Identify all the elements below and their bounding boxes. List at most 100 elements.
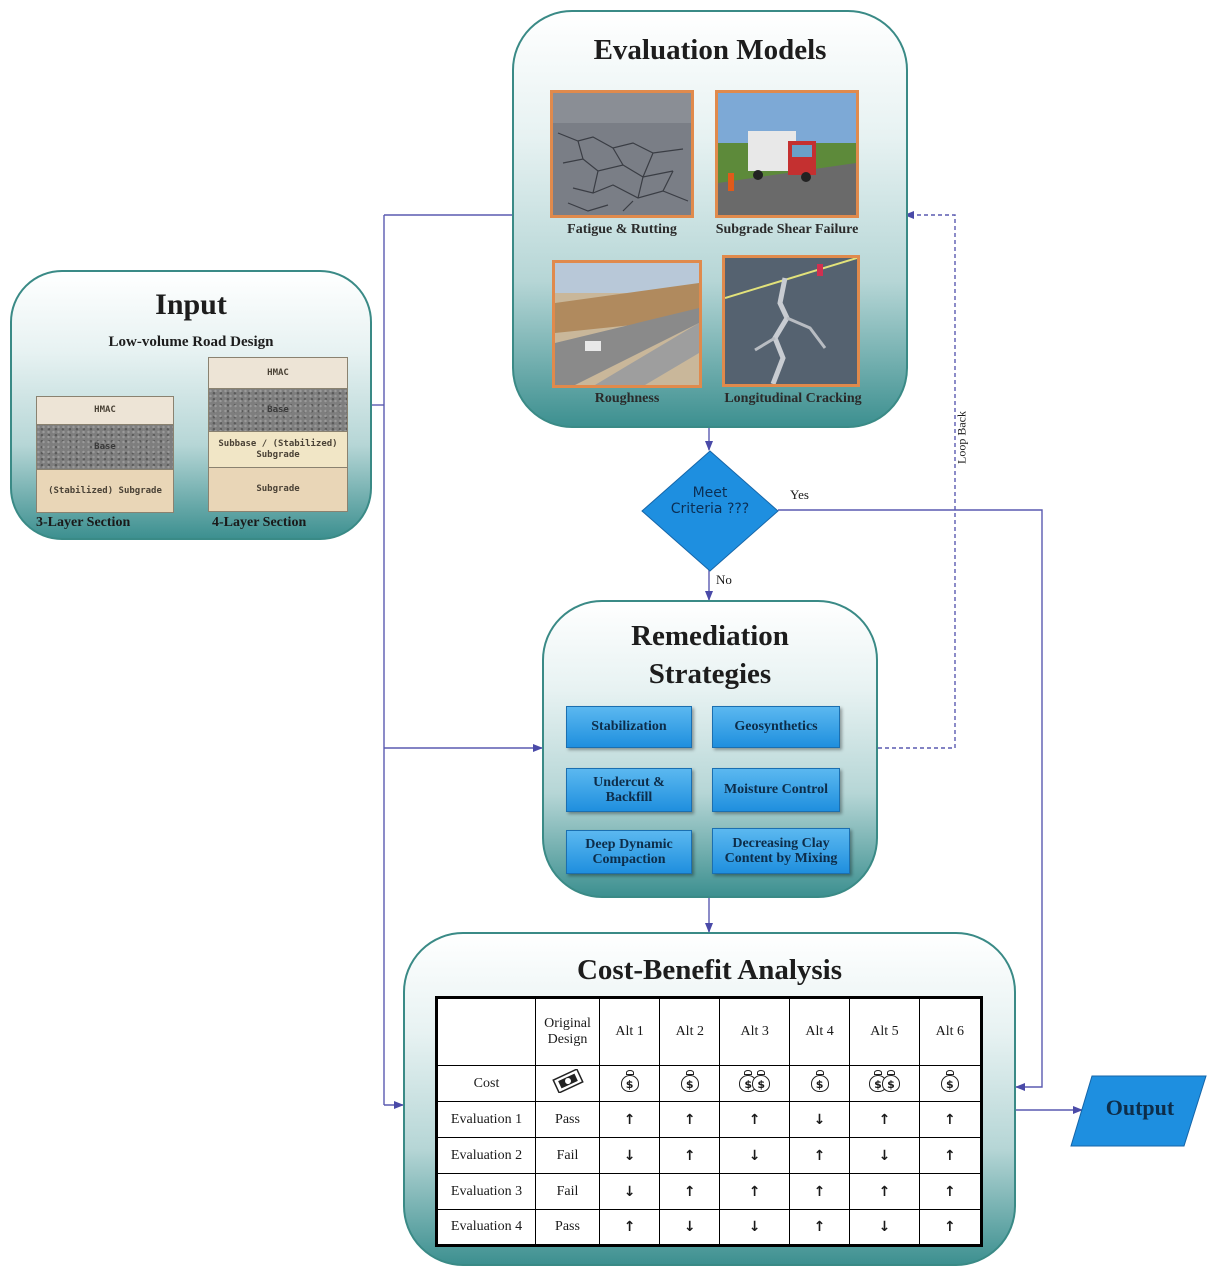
- roughness-caption: Roughness: [594, 391, 660, 406]
- remediation-title-line2: Strategies: [648, 658, 772, 690]
- money-bag-icon: $: [620, 1070, 640, 1092]
- arrow-up-icon: ↑: [659, 1173, 721, 1210]
- longitudinal-cracking-photo: [722, 255, 860, 387]
- moisture-control-button[interactable]: Moisture Control: [712, 768, 840, 812]
- arrow-up-icon: ↑: [788, 1173, 851, 1210]
- arrow-up-icon: ↑: [849, 1173, 920, 1210]
- original-result: Fail: [535, 1137, 600, 1174]
- arrow-up-icon: ↑: [849, 1101, 920, 1138]
- arrow-down-icon: ↓: [719, 1209, 790, 1246]
- layer-subgrade: Subgrade: [209, 468, 347, 511]
- arrow-down-icon: ↓: [598, 1137, 661, 1174]
- evaluation-models-title: Evaluation Models: [593, 34, 827, 66]
- input-title: Input: [155, 288, 227, 321]
- layer-base: Base: [37, 425, 173, 470]
- alt-cost-cell: $: [788, 1065, 851, 1102]
- longitudinal-cracking-caption: Longitudinal Cracking: [724, 391, 862, 406]
- evaluation-label: Evaluation 4: [436, 1209, 536, 1246]
- layer-hmac: HMAC: [209, 358, 347, 389]
- alt-cost-cell: $: [659, 1065, 721, 1102]
- money-bag-icon: $: [810, 1070, 830, 1092]
- subgrade-shear-caption: Subgrade Shear Failure: [715, 222, 859, 237]
- money-bill-icon: [551, 1068, 584, 1094]
- arrow-down-icon: ↓: [659, 1209, 721, 1246]
- deep-dynamic-compaction-button[interactable]: Deep Dynamic Compaction: [566, 830, 692, 874]
- original-result: Pass: [535, 1209, 600, 1246]
- cost-benefit-title: Cost-Benefit Analysis: [576, 954, 843, 986]
- arrow-up-icon: ↑: [918, 1137, 983, 1174]
- subgrade-shear-photo: [715, 90, 859, 218]
- remediation-panel: Remediation Strategies Stabilization Geo…: [542, 600, 878, 898]
- arrow-up-icon: ↑: [659, 1137, 721, 1174]
- four-layer-section: HMAC Base Subbase / (Stabilized) Subgrad…: [208, 357, 348, 512]
- loop-back-label: Loop Back: [954, 411, 969, 464]
- undercut-backfill-button[interactable]: Undercut & Backfill: [566, 768, 692, 812]
- original-cost-icon: [535, 1065, 600, 1102]
- evaluation-label: Evaluation 3: [436, 1173, 536, 1210]
- cost-row: Cost $ $ $$ $ $$ $: [436, 1065, 983, 1102]
- decision-diamond: [641, 450, 779, 572]
- evaluation-models-panel: Evaluation Models Fatigue & Rutting: [512, 10, 908, 428]
- layer-base: Base: [209, 389, 347, 432]
- alt-cost-cell: $$: [719, 1065, 790, 1102]
- input-subtitle: Low-volume Road Design: [108, 334, 274, 350]
- arrow-up-icon: ↑: [788, 1209, 851, 1246]
- original-result: Pass: [535, 1101, 600, 1138]
- arrow-up-icon: ↑: [719, 1101, 790, 1138]
- three-layer-section: HMAC Base (Stabilized) Subgrade: [36, 396, 174, 513]
- cost-benefit-table: Original Design Alt 1 Alt 2 Alt 3 Alt 4 …: [435, 996, 983, 1247]
- evaluation-label: Evaluation 2: [436, 1137, 536, 1174]
- stabilization-button[interactable]: Stabilization: [566, 706, 692, 748]
- output-shape: [1070, 1075, 1207, 1147]
- header-original-design: Original Design: [535, 997, 600, 1066]
- layer-hmac: HMAC: [37, 397, 173, 425]
- decision-text: Meet Criteria ???: [670, 485, 750, 518]
- arrow-down-icon: ↓: [849, 1209, 920, 1246]
- alt-cost-cell: $: [598, 1065, 661, 1102]
- money-bag-icon: $: [881, 1070, 901, 1092]
- header-alt: Alt 4: [788, 997, 851, 1066]
- arrow-down-icon: ↓: [788, 1101, 851, 1138]
- header-alt: Alt 1: [598, 997, 661, 1066]
- cost-label: Cost: [436, 1065, 536, 1102]
- alt-cost-cell: $$: [849, 1065, 920, 1102]
- money-bag-icon: $: [940, 1070, 960, 1092]
- layer-stabilized-subgrade: (Stabilized) Subgrade: [37, 470, 173, 512]
- money-bag-icon: $: [751, 1070, 771, 1092]
- header-alt: Alt 3: [719, 997, 790, 1066]
- arrow-up-icon: ↑: [598, 1209, 661, 1246]
- arrow-down-icon: ↓: [849, 1137, 920, 1174]
- geosynthetics-button[interactable]: Geosynthetics: [712, 706, 840, 748]
- yes-label: Yes: [790, 487, 809, 502]
- layer-subbase: Subbase / (Stabilized) Subgrade: [209, 432, 347, 468]
- decreasing-clay-content-button[interactable]: Decreasing Clay Content by Mixing: [712, 828, 850, 874]
- arrow-up-icon: ↑: [598, 1101, 661, 1138]
- header-alt: Alt 5: [849, 997, 920, 1066]
- money-bag-icon: $: [680, 1070, 700, 1092]
- evaluation-label: Evaluation 1: [436, 1101, 536, 1138]
- remediation-title-line1: Remediation: [631, 620, 789, 652]
- header-alt: Alt 6: [918, 997, 983, 1066]
- arrow-up-icon: ↑: [719, 1173, 790, 1210]
- header-alt: Alt 2: [659, 997, 721, 1066]
- four-layer-caption: 4-Layer Section: [212, 515, 307, 530]
- arrow-down-icon: ↓: [719, 1137, 790, 1174]
- original-result: Fail: [535, 1173, 600, 1210]
- arrow-up-icon: ↑: [918, 1101, 983, 1138]
- arrow-up-icon: ↑: [918, 1209, 983, 1246]
- arrow-down-icon: ↓: [598, 1173, 661, 1210]
- input-panel: Input Low-volume Road Design HMAC Base (…: [10, 270, 372, 540]
- arrow-up-icon: ↑: [918, 1173, 983, 1210]
- roughness-photo: [552, 260, 702, 388]
- header-cell: [436, 997, 536, 1066]
- no-label: No: [716, 572, 732, 587]
- arrow-up-icon: ↑: [788, 1137, 851, 1174]
- fatigue-rutting-photo: [550, 90, 694, 218]
- arrow-up-icon: ↑: [659, 1101, 721, 1138]
- three-layer-caption: 3-Layer Section: [36, 515, 131, 530]
